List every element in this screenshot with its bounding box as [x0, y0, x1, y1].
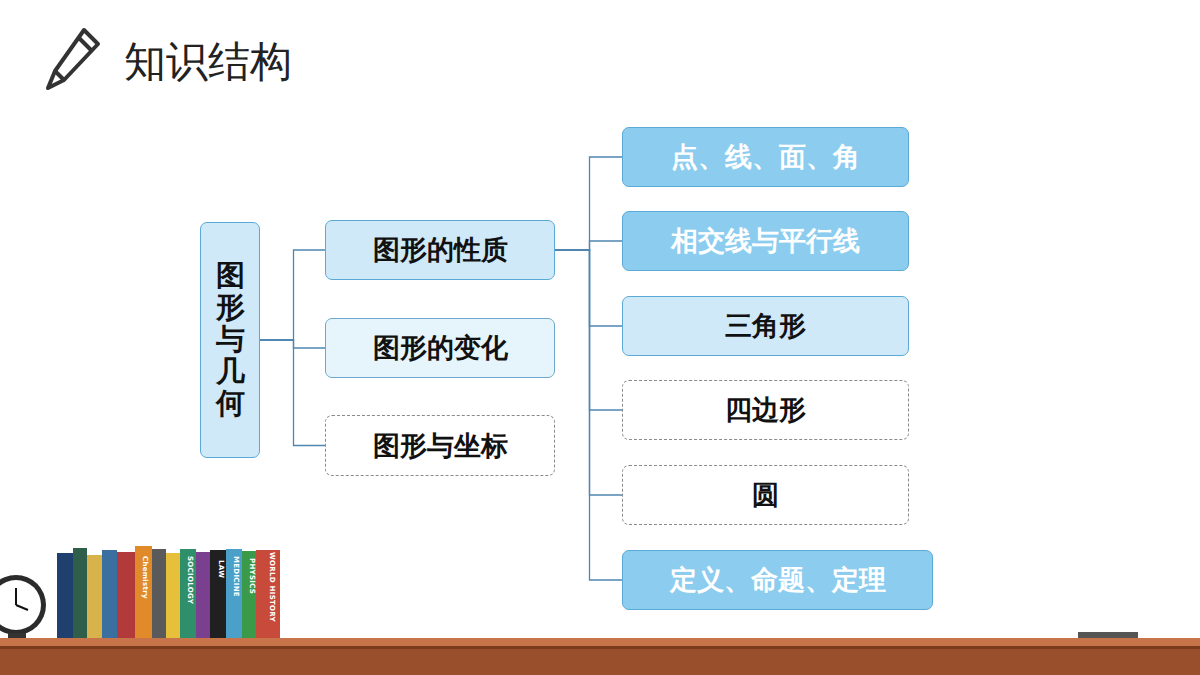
- root-box: 图形与几何: [200, 222, 260, 458]
- pencil-icon: [48, 30, 98, 88]
- tree-connector: [260, 250, 325, 340]
- shelf-front: [0, 646, 1200, 675]
- tree-connector: [260, 340, 325, 348]
- topic-box: 三角形: [622, 296, 909, 356]
- node-text: 相交线与平行线: [671, 223, 860, 259]
- node-text: 图形的变化: [373, 330, 508, 366]
- clock-symbol: [0, 575, 46, 638]
- shelf-edge: [0, 646, 1200, 649]
- book-spine-label: WORLD HISTORY: [268, 552, 276, 622]
- book-spine-label: MEDICINE: [232, 556, 240, 597]
- tree-connector: [555, 157, 622, 250]
- book-spine-label: LAW: [217, 560, 225, 578]
- tree-connector: [555, 250, 622, 495]
- node-text: 图形的性质: [373, 232, 508, 268]
- node-text: 图形与坐标: [373, 428, 508, 464]
- book-spine-label: SOCIOLOGY: [186, 556, 194, 604]
- page-title: 知识结构: [124, 34, 292, 90]
- tree-connector: [555, 250, 622, 410]
- tree-connector: [555, 250, 622, 326]
- tree-connector: [555, 241, 622, 250]
- node-text: 点、线、面、角: [671, 139, 860, 175]
- topic-box: 点、线、面、角: [622, 127, 909, 187]
- topic-box: 四边形: [622, 380, 909, 440]
- book-row: [57, 546, 280, 638]
- tree-connector: [260, 340, 325, 446]
- book-spine-label: Chemistry: [141, 556, 149, 599]
- category-box: 图形的性质: [325, 220, 555, 280]
- category-box: 图形的变化: [325, 318, 555, 378]
- node-text: 三角形: [725, 308, 806, 344]
- node-text: 图形与几何: [216, 260, 245, 419]
- shelf-item: [1078, 632, 1138, 638]
- node-text: 四边形: [725, 392, 806, 428]
- tree-connector: [555, 250, 622, 580]
- shelf-top: [0, 638, 1200, 646]
- topic-box: 相交线与平行线: [622, 211, 909, 271]
- node-text: 定义、命题、定理: [670, 562, 886, 598]
- node-text: 圆: [752, 477, 779, 513]
- book-spine-label: PHYSICS: [248, 558, 256, 594]
- category-box: 图形与坐标: [325, 415, 555, 476]
- topic-box: 定义、命题、定理: [622, 550, 933, 610]
- topic-box: 圆: [622, 465, 909, 525]
